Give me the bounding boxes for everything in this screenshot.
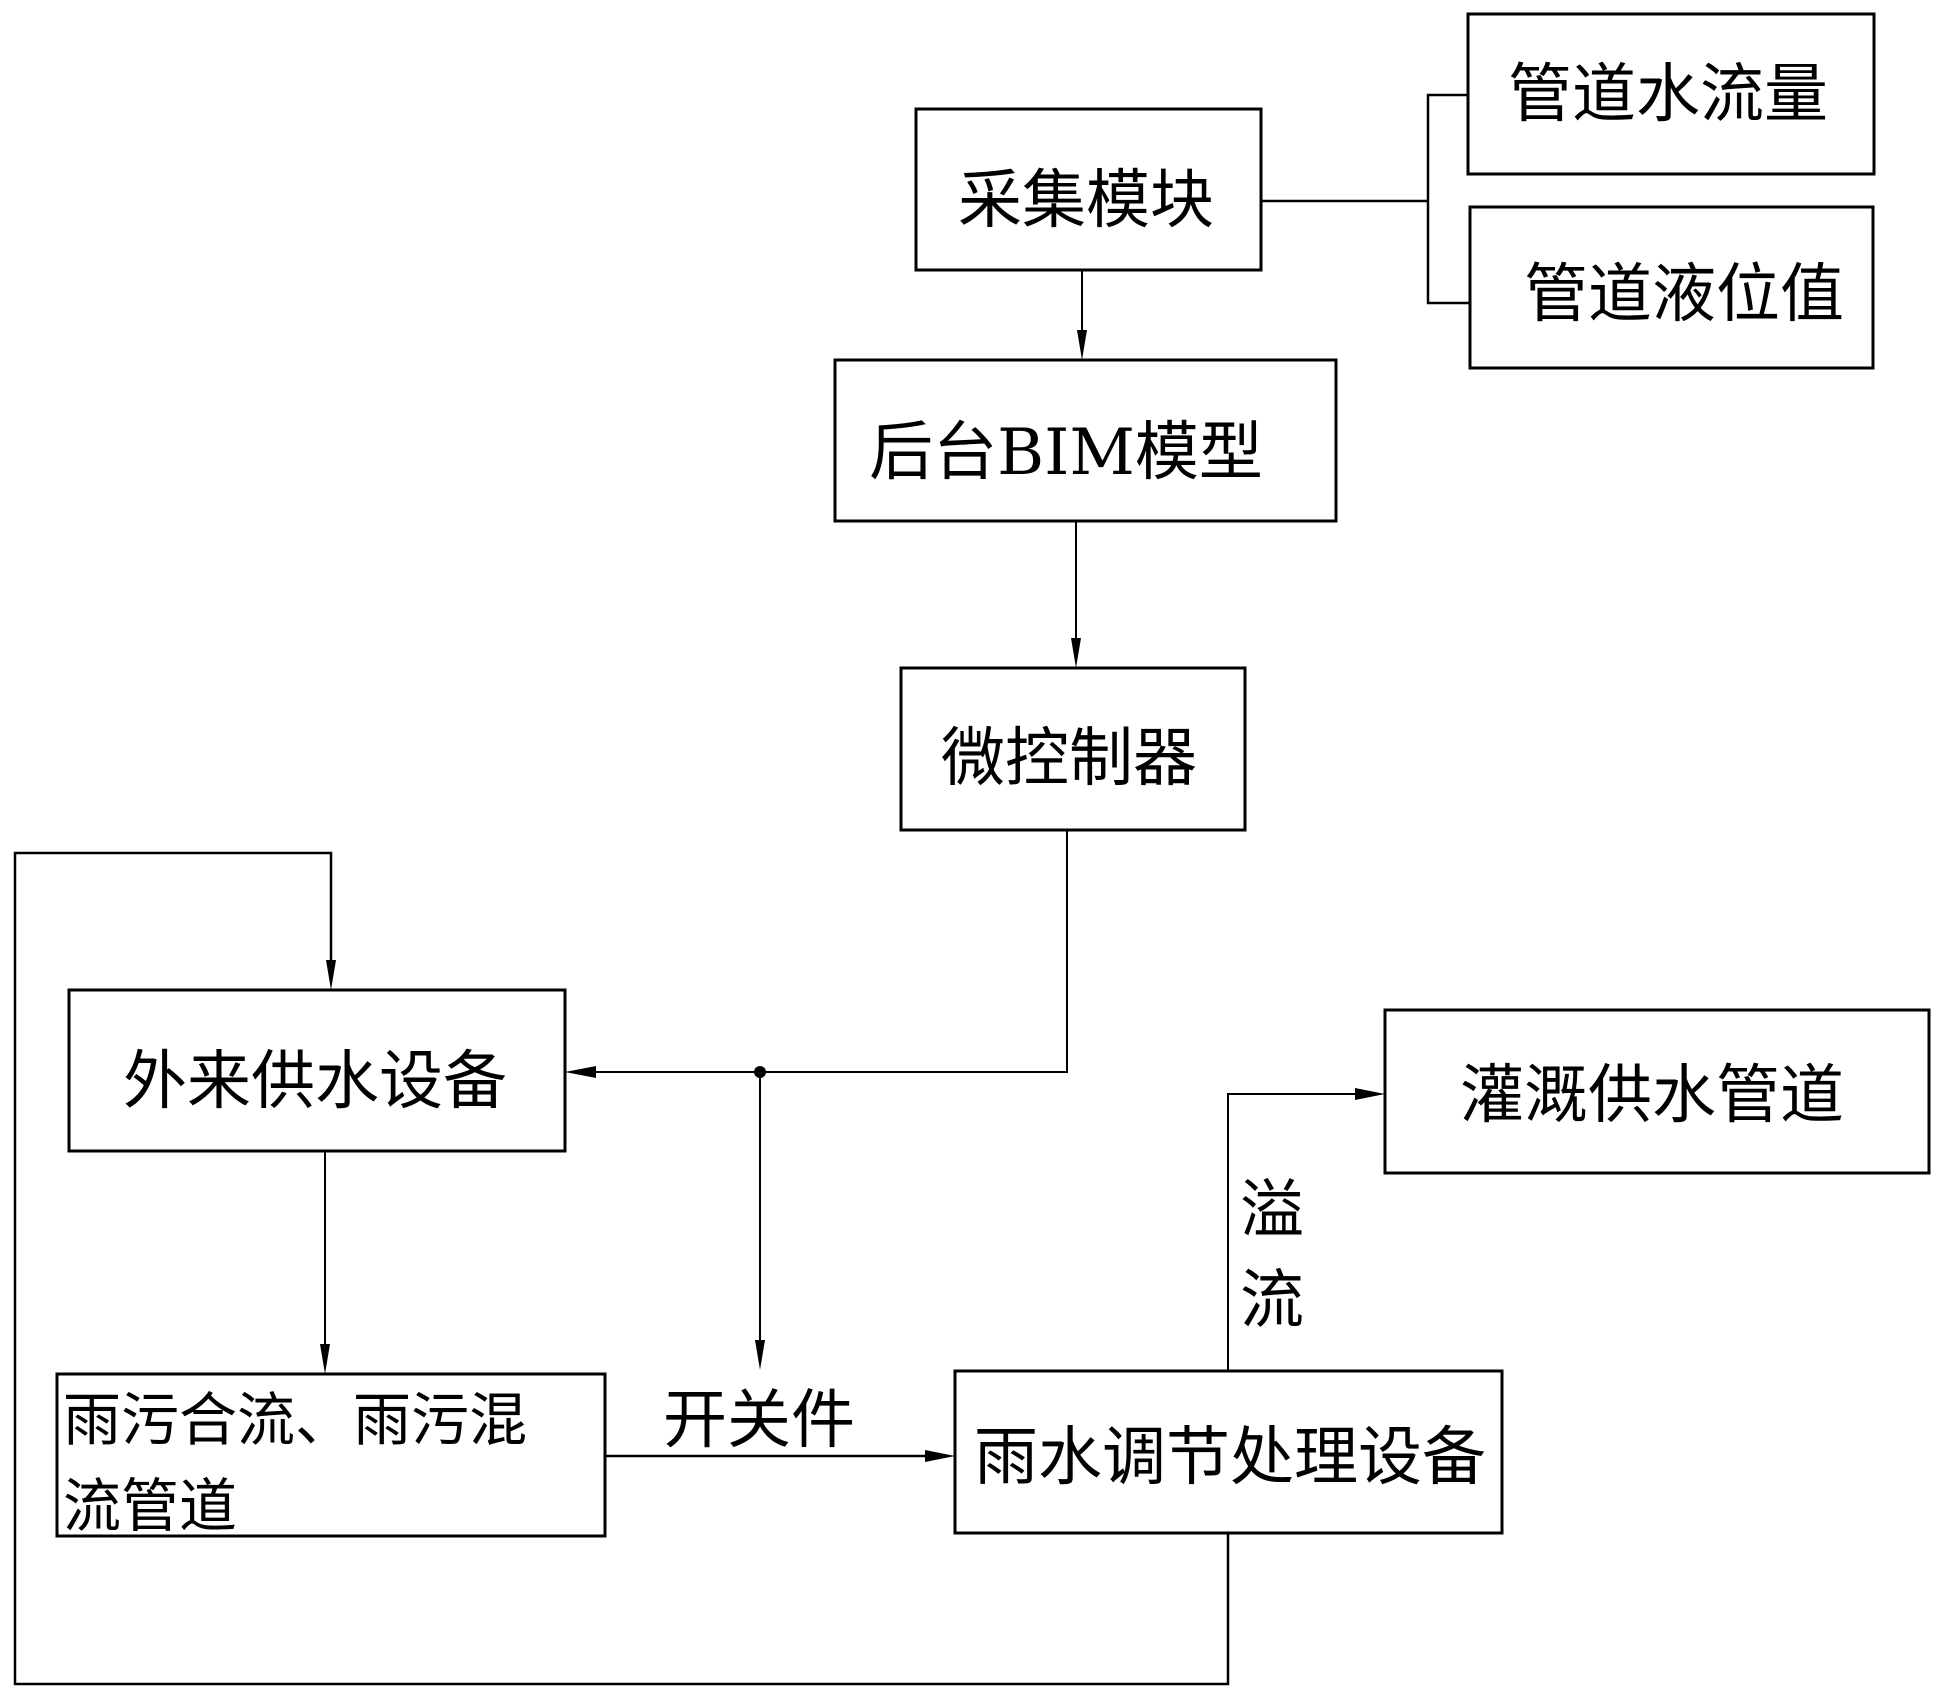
overflow-label-char2: 流 — [1240, 1264, 1304, 1338]
node-external-water-supply: 外来供水设备 — [67, 988, 567, 1153]
bracket-line — [1426, 93, 1470, 305]
node-pipe-liquid-level: 管道液位值 — [1468, 205, 1875, 370]
arrowhead-down-icon — [755, 1340, 765, 1370]
overflow-label-char1: 溢 — [1240, 1174, 1304, 1248]
node-pipe-water-flow: 管道水流量 — [1466, 12, 1876, 176]
arrow-sewer-pipe-to-rainwater-treatment: 开关件 — [605, 1384, 955, 1462]
arrow-junction-to-switch — [755, 1072, 765, 1370]
node-box — [67, 988, 567, 1153]
node-label: 微控制器 — [941, 722, 1197, 796]
arrow-line — [1227, 1093, 1360, 1371]
node-rainwater-treatment: 雨水调节处理设备 — [953, 1369, 1504, 1535]
node-label-line2: 流管道 — [63, 1472, 237, 1540]
arrow-return-loop-to-external-supply — [13, 851, 1230, 1686]
node-label: 后台BIM模型 — [869, 416, 1263, 490]
node-box — [914, 107, 1263, 272]
node-combined-sewer-pipe: 雨污合流、雨污混 流管道 — [55, 1372, 607, 1540]
arrowhead-down-icon — [320, 1344, 330, 1374]
node-label: 采集模块 — [958, 164, 1214, 238]
node-label: 管道液位值 — [1524, 258, 1844, 332]
arrow-line — [590, 830, 1068, 1073]
node-microcontroller: 微控制器 — [899, 666, 1247, 832]
node-box — [1468, 205, 1875, 370]
arrow-acquisition-to-bim — [1077, 270, 1087, 360]
arrowhead-right-icon — [925, 1450, 955, 1462]
arrow-microcontroller-to-external-supply — [565, 830, 1068, 1078]
node-irrigation-pipe: 灌溉供水管道 — [1383, 1008, 1931, 1175]
arrowhead-left-icon — [565, 1066, 596, 1078]
node-label-line1: 雨污合流、雨污混 — [63, 1386, 527, 1454]
node-box — [1383, 1008, 1931, 1175]
arrow-bim-to-microcontroller — [1071, 521, 1081, 668]
node-backend-bim-model: 后台BIM模型 — [833, 358, 1338, 523]
arrowhead-right-icon — [1355, 1088, 1385, 1100]
node-acquisition-module: 采集模块 — [914, 107, 1263, 272]
arrowhead-down-icon — [326, 960, 336, 990]
switch-label: 开关件 — [663, 1384, 855, 1458]
node-label: 灌溉供水管道 — [1460, 1059, 1844, 1133]
node-label: 外来供水设备 — [123, 1045, 507, 1119]
node-label: 雨水调节处理设备 — [974, 1421, 1486, 1495]
node-label: 管道水流量 — [1508, 58, 1828, 132]
connector-acquisition-to-sensors — [1261, 93, 1470, 305]
node-box — [833, 358, 1338, 523]
node-box — [55, 1372, 607, 1538]
node-box — [1466, 12, 1876, 176]
arrow-overflow-to-irrigation: 溢 流 — [1227, 1088, 1385, 1371]
arrowhead-down-icon — [1071, 638, 1081, 668]
arrow-external-supply-to-sewer-pipe — [320, 1151, 330, 1374]
arrowhead-down-icon — [1077, 330, 1087, 360]
node-box — [899, 666, 1247, 832]
arrow-line — [13, 851, 1230, 1686]
node-box — [953, 1369, 1504, 1535]
